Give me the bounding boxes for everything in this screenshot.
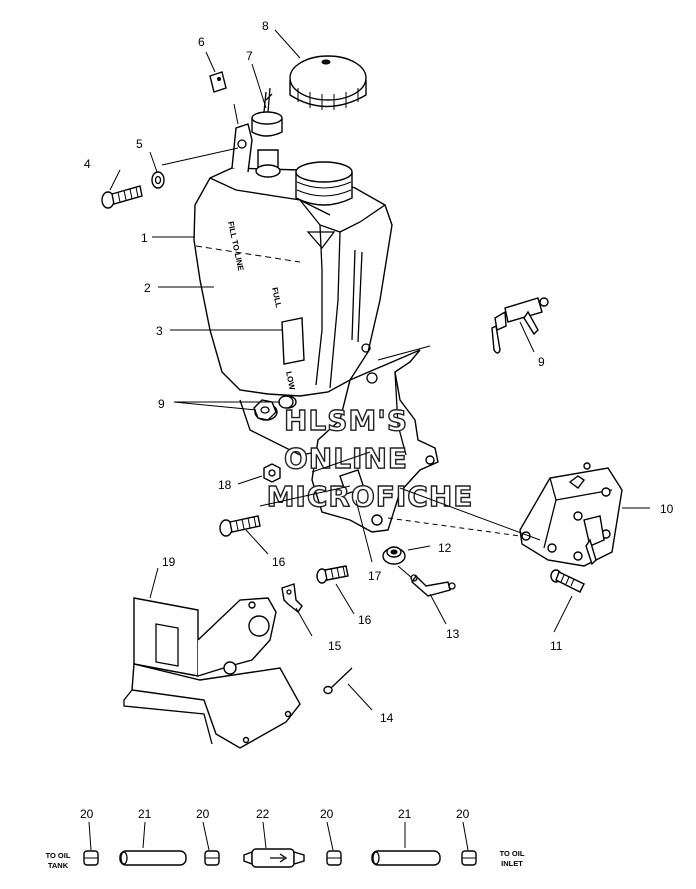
label-to-oil-inlet-1: TO OIL: [500, 849, 525, 858]
clamp-15: [281, 583, 303, 614]
callout-20-a: 20: [80, 807, 94, 821]
washer-5: [151, 171, 165, 189]
clamp-20-d: [461, 850, 477, 866]
elbow-fitting-13: [410, 574, 456, 597]
pin-14: [323, 667, 353, 695]
grommets-9: [253, 395, 294, 421]
screw-4: [101, 185, 143, 209]
oil-tank: FILL TO LINE FULL LOW: [193, 123, 393, 421]
shutoff-valve-9: [491, 297, 549, 354]
hose-21-b: [371, 850, 441, 866]
callout-13: 13: [446, 627, 460, 641]
low-decal: LOW: [284, 371, 297, 392]
callout-11: 11: [550, 639, 563, 653]
label-to-oil-tank-1: TO OIL: [46, 851, 71, 860]
clip: [209, 71, 227, 93]
callout-9-right: 9: [538, 355, 545, 369]
watermark-line1: HLSM'S: [284, 404, 408, 437]
leader-lines: [88, 29, 650, 851]
filter-22: [243, 848, 305, 868]
callout-18: 18: [218, 478, 232, 492]
tank-bracket: [239, 343, 439, 533]
callout-6: 6: [198, 35, 205, 49]
callout-2: 2: [144, 281, 151, 295]
callout-12: 12: [438, 541, 452, 555]
hose-21-a: [119, 850, 187, 866]
callout-5: 5: [136, 137, 143, 151]
screw-11: [550, 569, 585, 593]
callout-16-lower: 16: [358, 613, 372, 627]
callout-20-b: 20: [196, 807, 210, 821]
grommet-12: [382, 546, 406, 565]
screw-16-left: [219, 515, 261, 537]
label-to-oil-inlet-2: INLET: [501, 859, 523, 868]
callout-20-c: 20: [320, 807, 334, 821]
screw-16-lower: [316, 565, 349, 584]
callout-7: 7: [246, 49, 253, 63]
callout-17: 17: [368, 569, 382, 583]
full-decal: FULL: [270, 287, 283, 309]
callout-16-upper: 16: [272, 555, 286, 569]
nut-18: [263, 463, 281, 483]
mount-bracket-19: [123, 597, 301, 749]
clamp-20-b: [204, 850, 220, 866]
callout-10: 10: [660, 502, 674, 516]
callout-4: 4: [84, 157, 91, 171]
vent-fitting: [251, 87, 283, 137]
clamp-20-a: [83, 850, 99, 866]
callout-1: 1: [141, 231, 148, 245]
label-to-oil-tank-2: TANK: [48, 861, 69, 870]
callout-20-d: 20: [456, 807, 470, 821]
callout-14: 14: [380, 711, 394, 725]
callout-19: 19: [162, 555, 176, 569]
callout-21-b: 21: [398, 807, 412, 821]
callout-3: 3: [156, 324, 163, 338]
watermark-line2: ONLINE: [284, 442, 408, 475]
callout-8: 8: [262, 19, 269, 33]
callout-9-left: 9: [158, 397, 165, 411]
callout-numbers: 1 2 3 4 5 6 7 8 9 9 10 11 12 13 14 15 16…: [80, 19, 674, 821]
oil-pump: [519, 462, 623, 567]
callout-21-a: 21: [138, 807, 152, 821]
hose-assembly-row: TO OIL TANK TO OIL INLET: [46, 848, 525, 870]
filler-cap: [289, 55, 367, 110]
callout-22: 22: [256, 807, 270, 821]
callout-15: 15: [328, 639, 342, 653]
watermark: HLSM'S ONLINE MICROFICHE: [266, 403, 474, 513]
watermark-line3: MICROFICHE: [267, 480, 474, 513]
clamp-20-c: [326, 850, 342, 866]
